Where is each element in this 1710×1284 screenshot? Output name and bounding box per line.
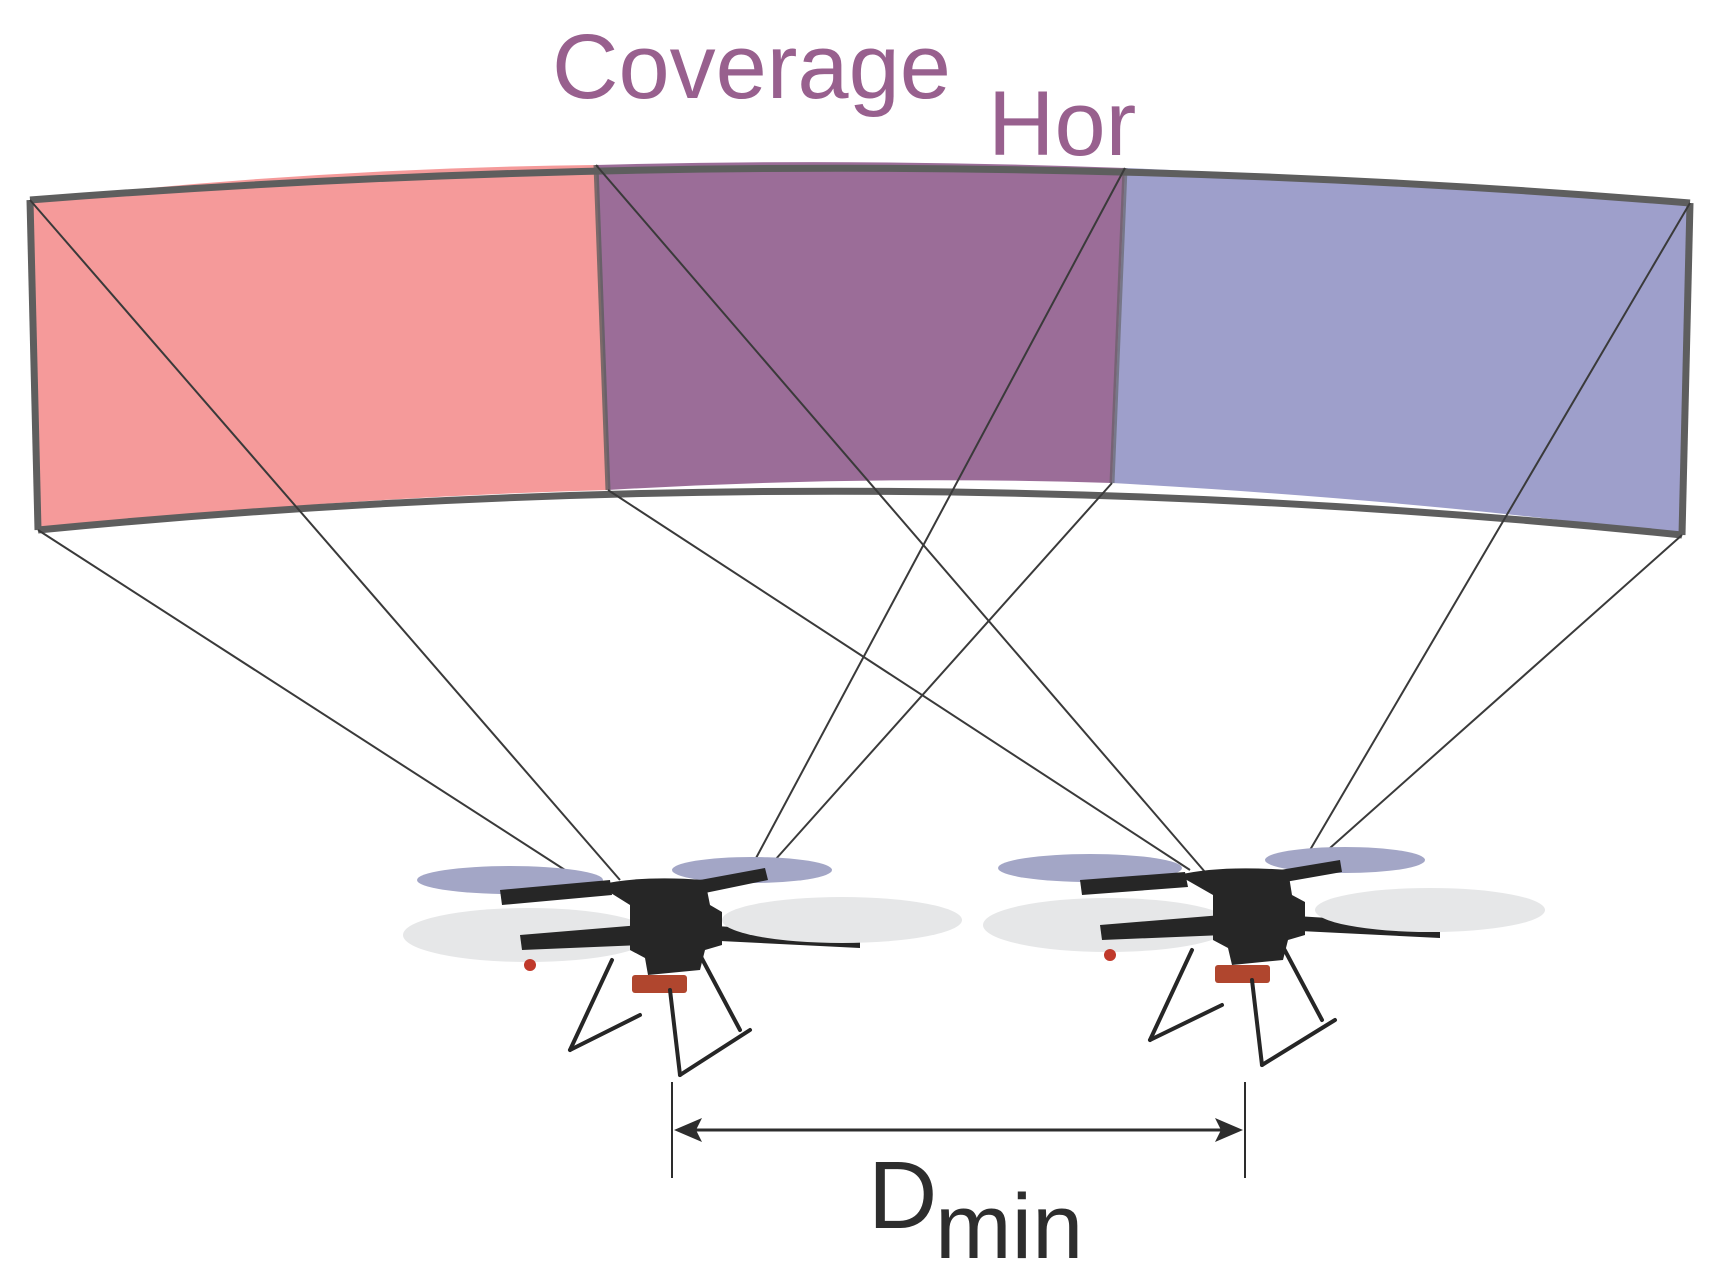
drone-arm-front-left [1100, 915, 1224, 940]
coverage-band-bottom-edge [37, 487, 1683, 539]
coverage-label: Coverage Hor [552, 16, 1136, 175]
drone-arm-front-left [520, 925, 642, 950]
front-light [524, 959, 536, 971]
front-rotor-right [722, 897, 962, 943]
drone-body [598, 878, 722, 975]
drone-left [403, 857, 962, 1077]
coverage-band-right-edge [1678, 202, 1694, 536]
minimum-distance-label: D min [868, 1142, 1083, 1278]
drone-arm-rear-right [700, 868, 768, 893]
minimum-distance-label-subscript: min [935, 1176, 1083, 1278]
camera-gimbal [1215, 965, 1270, 983]
coverage-band-left-edge [26, 199, 42, 531]
landing-gear [1148, 943, 1337, 1067]
minimum-distance-label-main: D [868, 1142, 937, 1249]
right-drone-coverage-area [1112, 168, 1690, 535]
minimum-distance-dimension [671, 1082, 1246, 1178]
overlap-right-edge [1109, 167, 1128, 484]
dimension-arrowhead-right [1215, 1118, 1243, 1142]
drone-arm-rear-right [1280, 860, 1342, 882]
dimension-arrowhead-left [674, 1118, 702, 1142]
overlap-left-edge [593, 164, 611, 491]
front-light [1104, 949, 1116, 961]
overlap-coverage-area [596, 162, 1125, 490]
drone-right [983, 847, 1545, 1067]
drone-arm-rear-left [500, 880, 612, 905]
landing-gear [568, 953, 752, 1077]
coverage-label-subscript: Hor [988, 73, 1136, 175]
left-drone-view-rays [29, 167, 1126, 881]
coverage-band [26, 162, 1694, 539]
coverage-band-top-edge [29, 164, 1691, 207]
rear-rotor-left [998, 854, 1182, 882]
camera-gimbal [632, 975, 687, 993]
left-drone-coverage-area [30, 165, 608, 530]
right-drone-view-rays [595, 164, 1691, 873]
drone-body [1178, 868, 1305, 965]
front-rotor-right [1315, 888, 1545, 932]
rear-rotor-right [672, 857, 832, 883]
coverage-label-main: Coverage [552, 16, 951, 118]
drone-arm-rear-left [1080, 872, 1188, 895]
